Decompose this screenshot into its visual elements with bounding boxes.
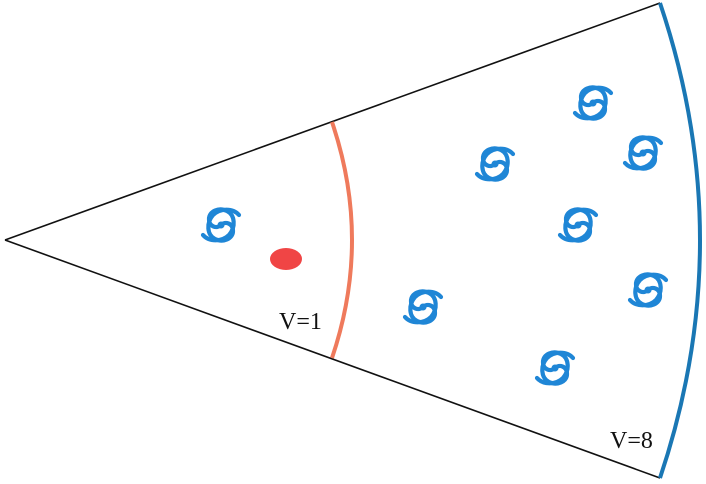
- spiral-galaxy-icon: [630, 274, 666, 305]
- wedge-upper-edge: [4, 2, 661, 241]
- spiral-galaxy-icon: [625, 137, 661, 168]
- outer-arc: [658, 2, 702, 479]
- spiral-galaxy-icon: [537, 352, 573, 383]
- spiral-galaxy-icon: [203, 209, 239, 240]
- wedge-lower-edge: [4, 239, 661, 479]
- galaxy-group: [203, 87, 666, 383]
- inner-arc-label: V=1: [279, 309, 322, 335]
- outer-arc-label: V=8: [610, 428, 653, 454]
- inner-arc: [330, 121, 354, 359]
- red-dot-icon: [270, 248, 302, 270]
- spiral-galaxy-icon: [477, 148, 513, 179]
- spiral-galaxy-icon: [405, 291, 441, 322]
- spiral-galaxy-icon: [575, 87, 611, 118]
- spiral-galaxy-icon: [560, 209, 596, 240]
